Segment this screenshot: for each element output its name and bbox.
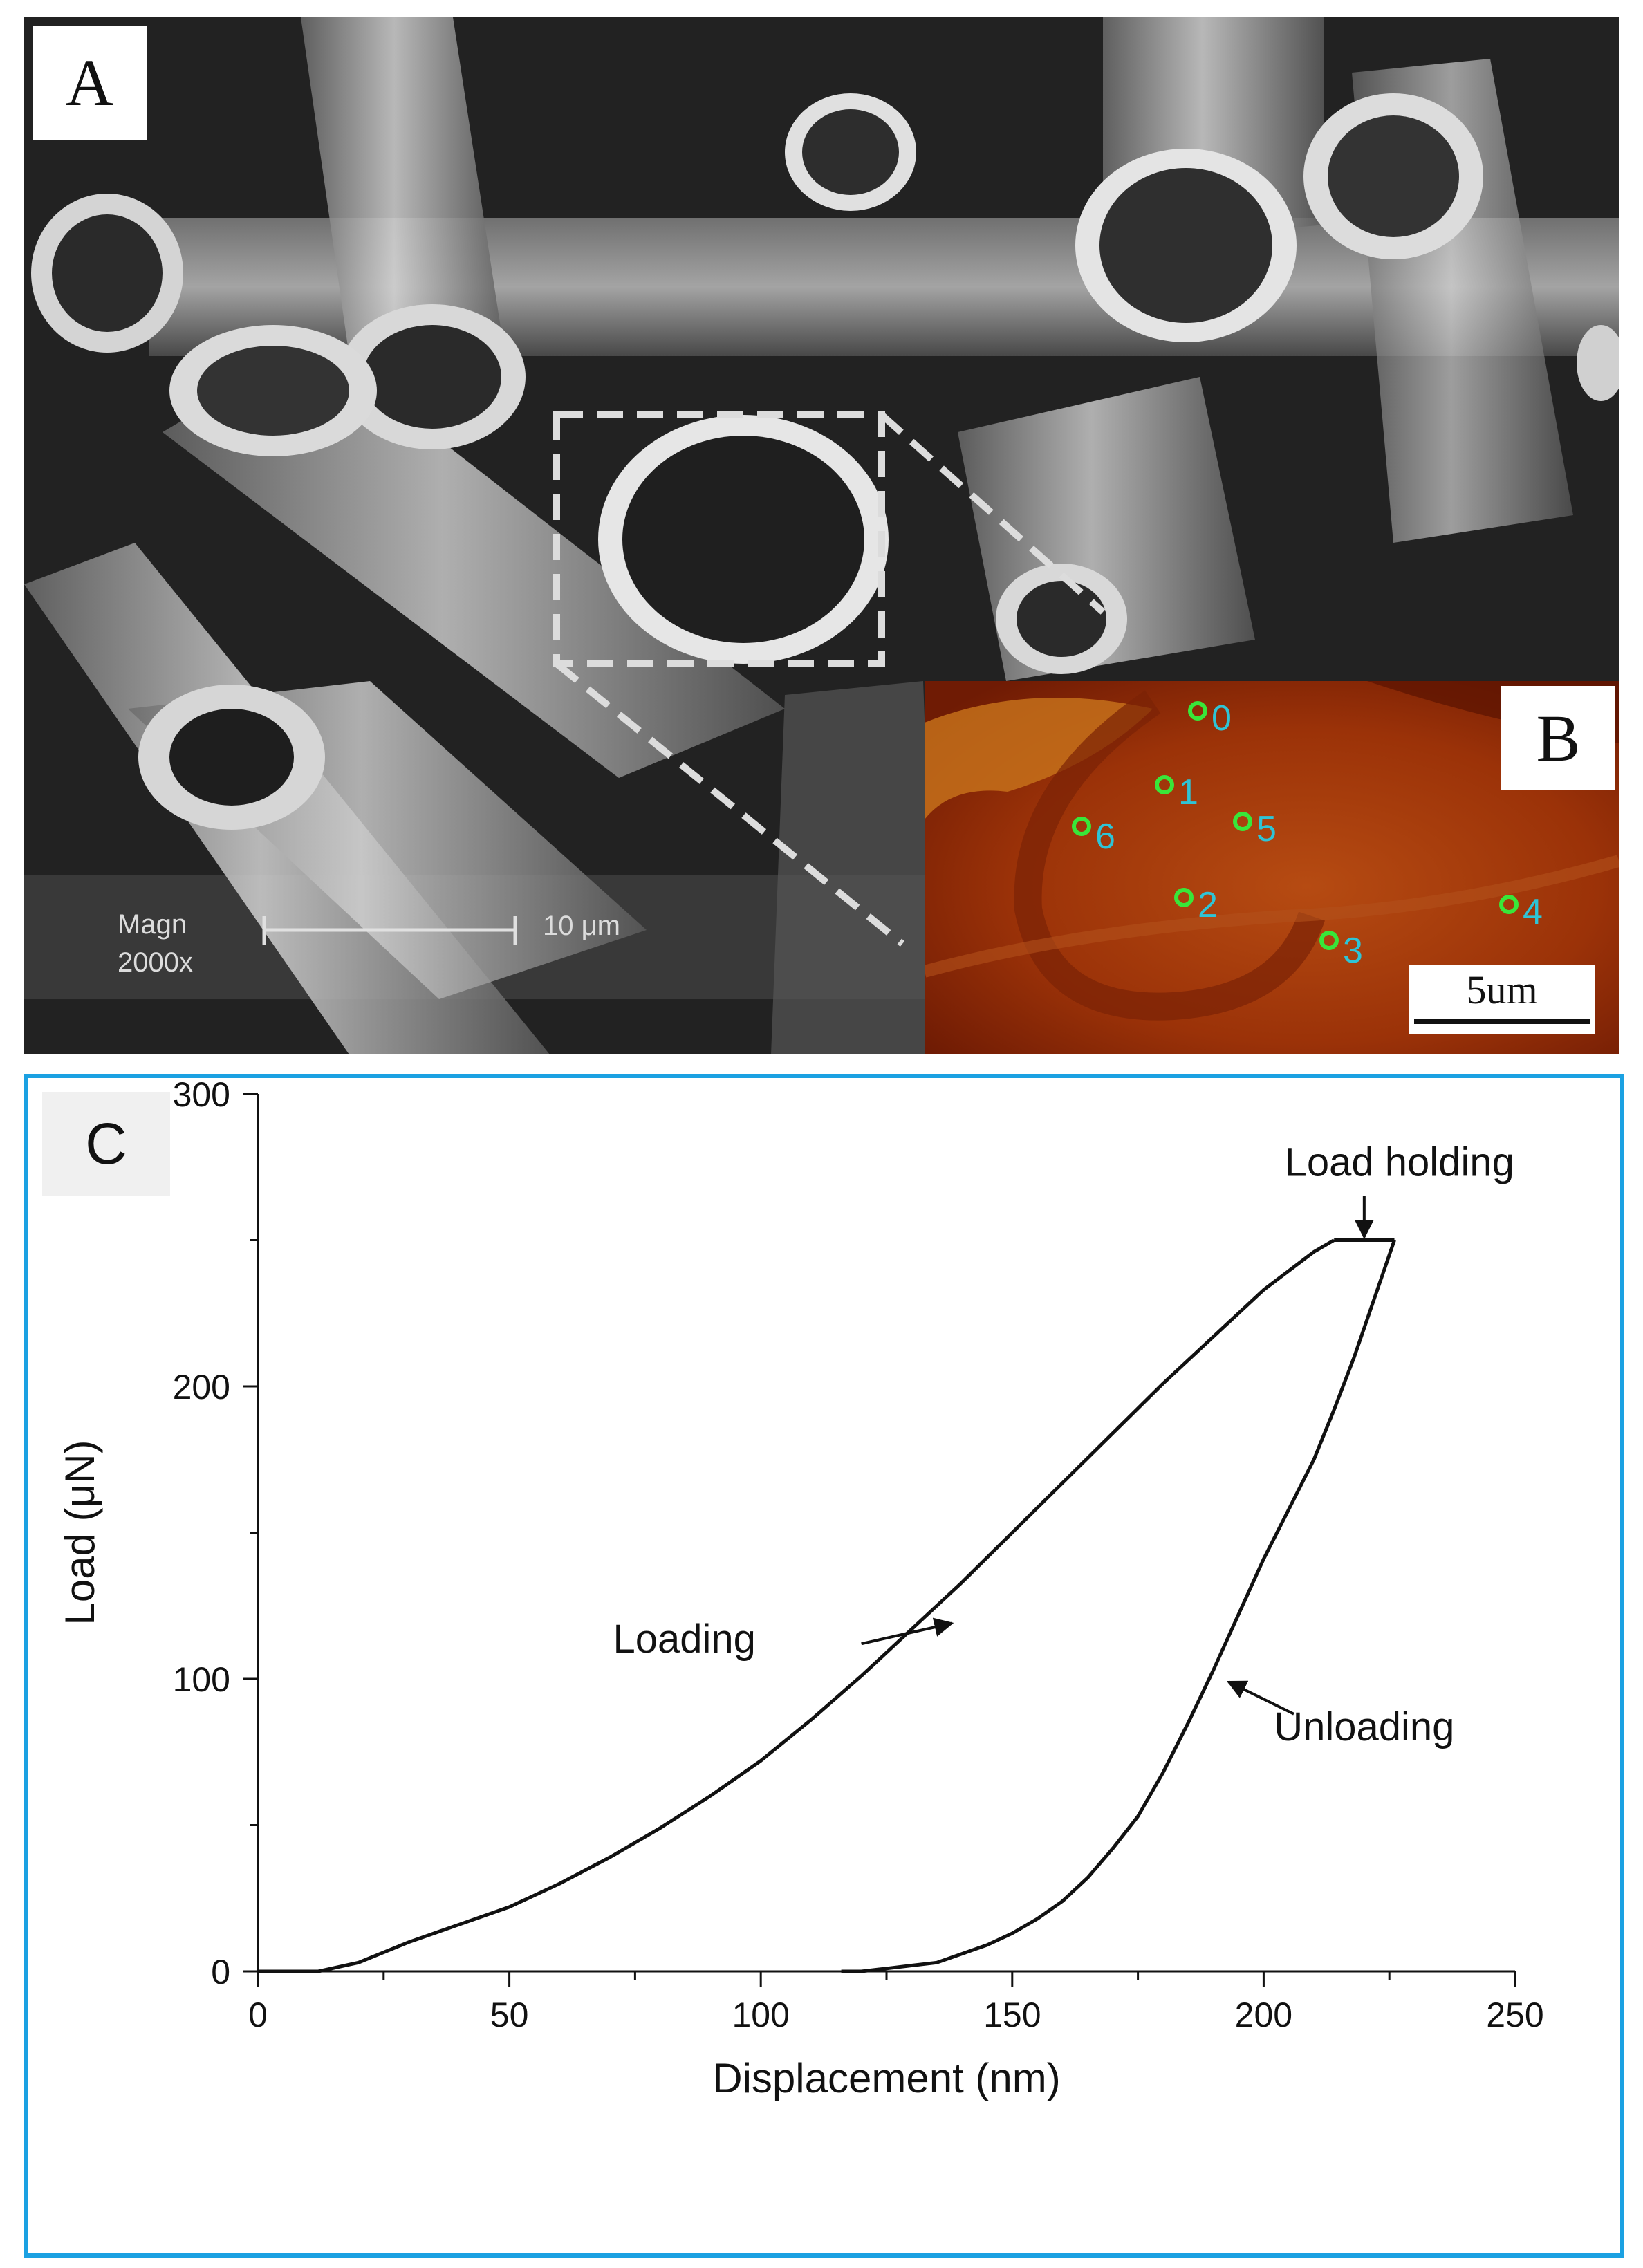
measurement-point-label: 0 (1212, 698, 1232, 738)
measurement-point-marker (1319, 931, 1339, 950)
measurement-point-marker (1174, 888, 1194, 907)
callout-line-bottom (554, 661, 905, 947)
y-tick-label: 200 (173, 1368, 230, 1406)
callout-line-top (879, 412, 1106, 615)
measurement-point-label: 3 (1343, 931, 1363, 971)
load-holding-annotation: Load holding (1285, 1140, 1514, 1184)
measurement-point-marker (1188, 701, 1207, 721)
measurement-point-label: 2 (1198, 885, 1218, 925)
unloading-arrow (1226, 1680, 1294, 1716)
panel-label-b: B (1501, 686, 1615, 790)
loading-arrow (861, 1617, 954, 1646)
measurement-point-label: 1 (1178, 772, 1198, 812)
x-tick-label: 150 (983, 1996, 1041, 2034)
measurement-point-label: 4 (1523, 892, 1543, 932)
magnification-label: Magn (118, 909, 187, 940)
unloading-annotation: Unloading (1274, 1704, 1454, 1749)
x-tick-label: 200 (1235, 1996, 1292, 2034)
measurement-point-marker (1233, 812, 1252, 831)
x-axis-title: Displacement (nm) (712, 2055, 1060, 2101)
panel-label-a: A (33, 26, 147, 140)
measurement-point-marker (1072, 817, 1091, 836)
y-tick-label: 100 (173, 1660, 230, 1699)
loading-curve (258, 1238, 1335, 1973)
measurement-point-label: 5 (1256, 809, 1277, 849)
sem-image (24, 17, 1619, 1054)
unloading-curve (841, 1239, 1396, 1973)
measurement-point-marker (1499, 895, 1519, 914)
x-tick-label: 100 (732, 1996, 789, 2034)
measurement-point-label: 6 (1095, 817, 1115, 857)
afm-scale-label: 5um (1466, 967, 1537, 1012)
x-tick-label: 0 (248, 1996, 268, 2034)
sem-scale-label: 10 μm (543, 911, 620, 941)
measurement-point-marker (1155, 775, 1174, 794)
loading-annotation: Loading (613, 1617, 755, 1662)
y-tick-label: 0 (211, 1953, 230, 1991)
x-tick-label: 50 (490, 1996, 529, 2034)
x-tick-label: 250 (1486, 1996, 1543, 2034)
y-axis-title: Load (μN) (57, 1440, 103, 1625)
selection-box (553, 411, 885, 667)
y-tick-label: 300 (173, 1078, 230, 1114)
panel-label-c: C (42, 1092, 170, 1196)
magnification-value: 2000x (118, 947, 193, 978)
chart-axes (257, 1094, 1515, 1973)
